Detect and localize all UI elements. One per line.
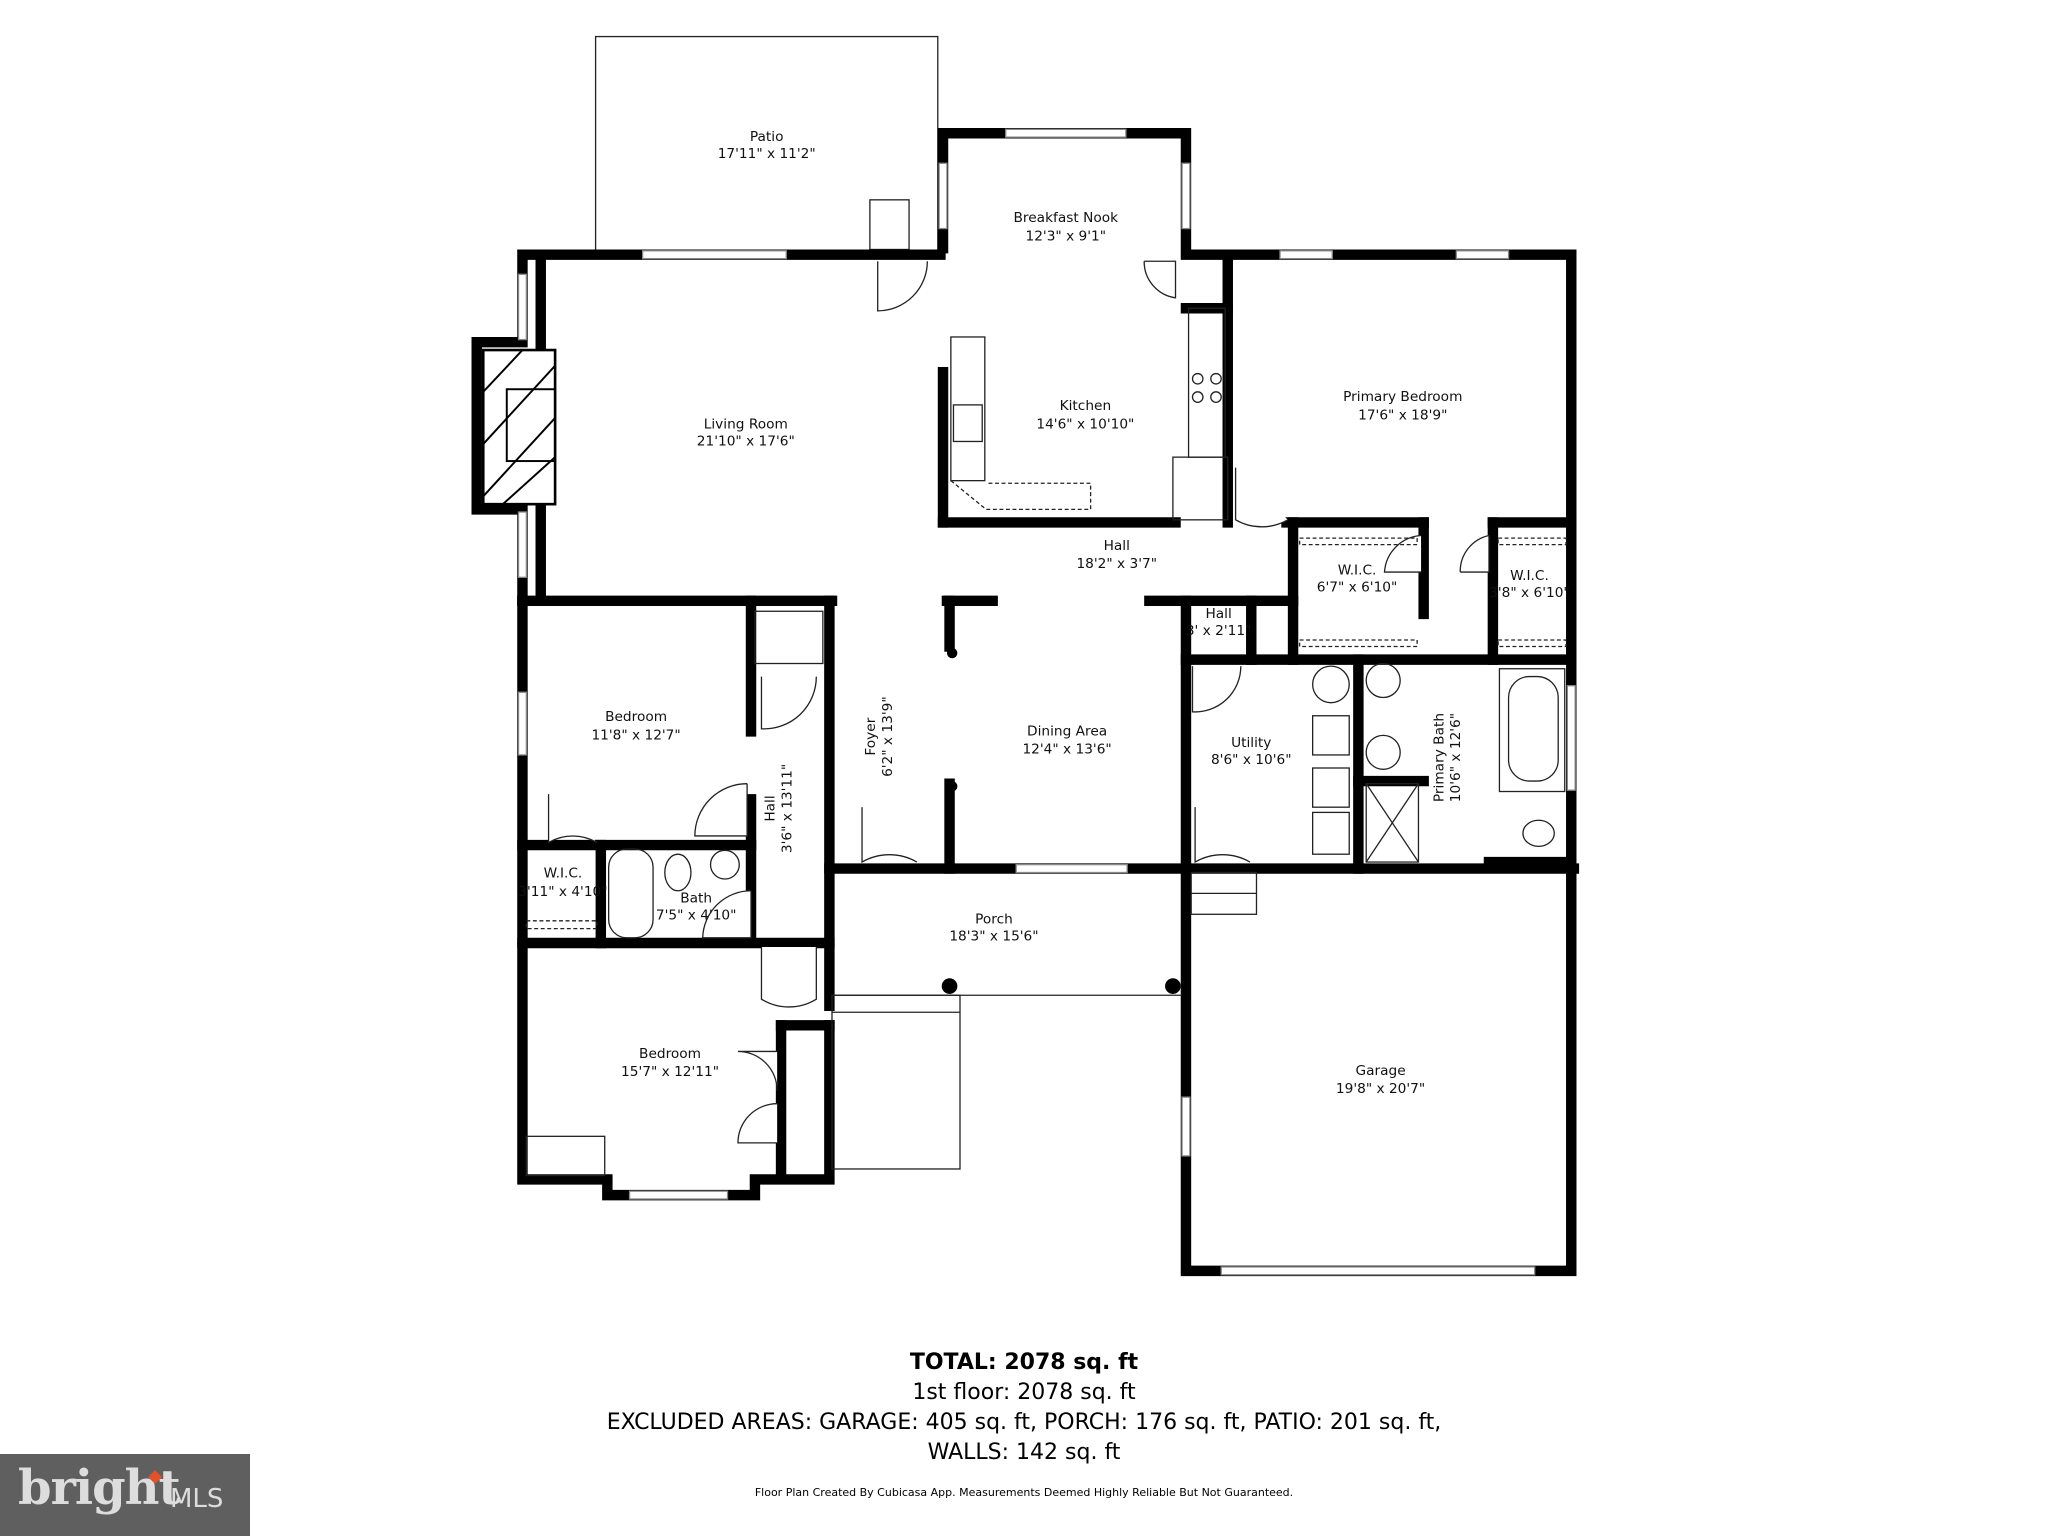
room-label: Bath (680, 891, 712, 907)
disclaimer: Floor Plan Created By Cubicasa App. Meas… (754, 1486, 1294, 1499)
porch-outline (831, 647, 1258, 1170)
room-size: 3' x 2'11" (1186, 623, 1252, 639)
windows (517, 128, 1576, 1276)
porch-column (1165, 978, 1181, 994)
room-size: 18'3" x 15'6" (949, 928, 1038, 944)
room-size: 17'11" x 11'2" (718, 146, 816, 162)
walls-area: WALLS: 142 sq. ft (927, 1440, 1121, 1465)
room-label: Primary Bath (1431, 713, 1447, 802)
room-label: Primary Bedroom (1343, 389, 1462, 405)
room-size: 12'3" x 9'1" (1026, 228, 1107, 244)
room-label: W.I.C. (1510, 568, 1549, 584)
room-size: 17'6" x 18'9" (1358, 407, 1447, 423)
bright-mls-logo: bright MLS (0, 1454, 250, 1536)
room-label: Hall (1104, 538, 1130, 554)
first-floor-area: 1st floor: 2078 sq. ft (912, 1380, 1136, 1405)
fireplace-icon (481, 348, 557, 506)
room-size: 11'8" x 12'7" (591, 727, 680, 743)
room-label: Patio (750, 129, 784, 145)
room-label: Breakfast Nook (1014, 210, 1119, 226)
room-label: Garage (1355, 1063, 1405, 1079)
walls (471, 127, 1580, 1277)
room-label: W.I.C. (544, 866, 583, 882)
room-size: 8'6" x 10'6" (1211, 752, 1292, 768)
room-label: Hall (763, 795, 779, 821)
total-area: TOTAL: 2078 sq. ft (909, 1350, 1139, 1375)
porch-column (941, 978, 958, 994)
room-size: 19'8" x 20'7" (1336, 1081, 1425, 1097)
room-label: Utility (1231, 735, 1271, 751)
room-size: 15'7" x 12'11" (621, 1064, 719, 1080)
excluded-areas: EXCLUDED AREAS: GARAGE: 405 sq. ft, PORC… (606, 1410, 1442, 1435)
fixtures (525, 307, 1567, 1177)
doors (547, 260, 1490, 1144)
room-size: 6'2" x 13'9" (880, 696, 896, 777)
room-label: Kitchen (1060, 398, 1112, 414)
patio-step (869, 199, 910, 251)
room-label: Bedroom (639, 1046, 701, 1062)
room-label: Bedroom (605, 709, 667, 725)
logo-wordmark: bright (18, 1460, 181, 1516)
room-label: Hall (1205, 606, 1231, 622)
room-size: 3'11" x 4'10" (518, 884, 607, 900)
room-size: 14'6" x 10'10" (1036, 416, 1134, 432)
room-label: Porch (975, 911, 1013, 927)
room-label: Living Room (704, 416, 788, 432)
room-size: 6'7" x 6'10" (1317, 580, 1398, 596)
room-labels: Patio 17'11" x 11'2" Breakfast Nook 12'3… (518, 129, 1569, 1097)
room-label: Dining Area (1027, 723, 1107, 739)
room-size: 18'2" x 3'7" (1076, 556, 1157, 572)
room-label: W.I.C. (1338, 563, 1377, 579)
room-size: 7'5" x 4'10" (656, 908, 737, 924)
room-size: 21'10" x 17'6" (697, 433, 795, 449)
room-size: 3'6" x 13'11" (780, 764, 796, 853)
logo-mls: MLS (170, 1484, 224, 1514)
room-size: 10'6" x 12'6" (1448, 713, 1464, 802)
room-label: Foyer (863, 717, 879, 755)
room-size: 3'8" x 6'10" (1489, 585, 1570, 601)
room-size: 12'4" x 13'6" (1022, 742, 1111, 758)
